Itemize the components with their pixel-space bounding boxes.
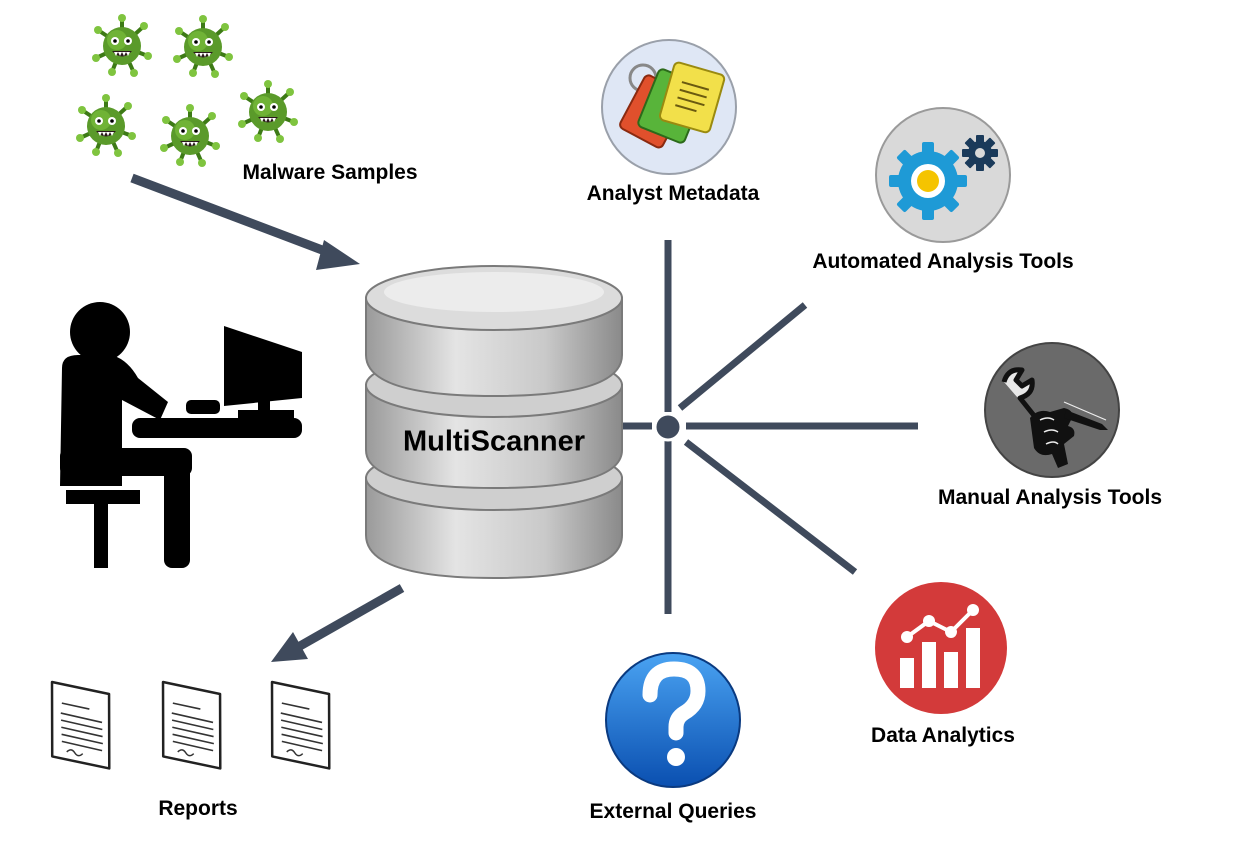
multiscanner-label: MultiScanner [402,425,586,458]
malware-samples-label: Malware Samples [242,161,418,184]
database-icon [365,265,623,580]
arrow-scanner-to-reports [271,584,405,662]
connector-analytics [683,439,858,575]
tags-icon [601,39,737,175]
gears-icon [875,107,1011,243]
analyst-metadata-label: Analyst Metadata [586,182,760,205]
document-icon [42,680,339,770]
manual-analysis-tools-label: Manual Analysis Tools [937,486,1163,509]
external-queries-label: External Queries [589,800,757,823]
reports-label: Reports [158,797,238,820]
question-icon [605,652,741,788]
wrench-hand-icon [984,342,1120,478]
virus-icon [74,12,300,169]
bar-chart-icon [875,582,1007,714]
arrow-samples-to-scanner [130,173,360,270]
hub-node [653,412,683,442]
automated-analysis-tools-label: Automated Analysis Tools [812,250,1074,273]
connector-automated [677,302,808,411]
hub-connectors [622,240,918,614]
user-at-computer-icon [60,302,302,568]
data-analytics-label: Data Analytics [871,724,1015,747]
